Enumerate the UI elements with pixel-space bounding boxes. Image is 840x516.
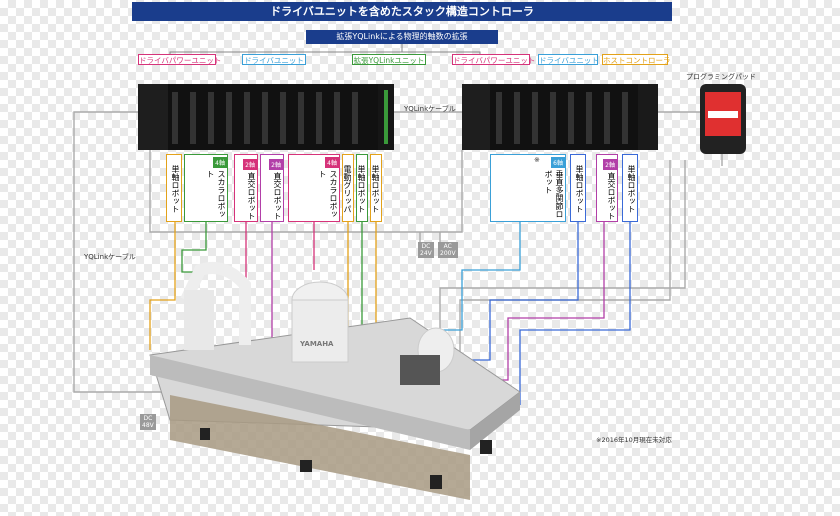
robot-label-single-axis-3: 単軸ロボット <box>370 154 382 222</box>
yqlink-cable-label-left: YQLinkケーブル <box>84 253 136 261</box>
footnote: ※2016年10月現在未対応 <box>596 436 672 444</box>
robot-label-single-axis-2: 単軸ロボット <box>356 154 368 222</box>
yqlink-cable-label-middle: YQLinkケーブル <box>404 105 456 113</box>
pendant-label: プログラミングパッド <box>686 73 756 81</box>
unit-label-driver-left: ドライバユニット <box>242 54 306 65</box>
robot-label-gripper: 電動グリッパ <box>342 154 354 222</box>
robot-label-articulated: 6軸垂直多関節ロボット <box>490 154 566 222</box>
scara-left <box>180 261 251 350</box>
unit-label-driver-power-right: ドライバパワーユニット <box>452 54 536 65</box>
robot-label-cartesian-3: 2軸直交ロボット <box>596 154 618 222</box>
robot-note-mark: ※ <box>534 156 540 164</box>
workstation <box>149 317 521 500</box>
unit-label-yqlink-expansion: 拡張YQLinkユニット <box>352 54 426 65</box>
robot-label-single-axis-1: 単軸ロボット <box>166 154 182 222</box>
unit-label-driver-right: ドライバユニット <box>538 54 599 65</box>
subtitle-banner: 拡張YQLinkによる物理的軸数の拡張 <box>306 30 498 44</box>
robot-label-single-axis-5: 単軸ロボット <box>622 154 638 222</box>
robot-label-cartesian-2: 2軸直交ロボット <box>260 154 284 222</box>
articulated-robot <box>400 327 455 385</box>
brand-logo-text: YAMAHA <box>300 340 334 348</box>
robot-label-cartesian-1: 2軸直交ロボット <box>234 154 258 222</box>
unit-label-driver-power-left: ドライバパワーユニット <box>138 54 222 65</box>
unit-label-host-controller: ホストコントローラ <box>602 54 671 65</box>
controller-left <box>138 84 394 150</box>
controller-right <box>462 84 658 150</box>
scara-center <box>291 281 349 363</box>
page-title: ドライバユニットを含めたスタック構造コントローラ <box>132 2 672 21</box>
robot-label-single-axis-4: 単軸ロボット <box>570 154 586 222</box>
robot-label-scara-2: 4軸スカラロボット <box>288 154 340 222</box>
robot-label-scara-1: 4軸スカラロボット <box>184 154 228 222</box>
programming-pendant <box>700 84 746 154</box>
